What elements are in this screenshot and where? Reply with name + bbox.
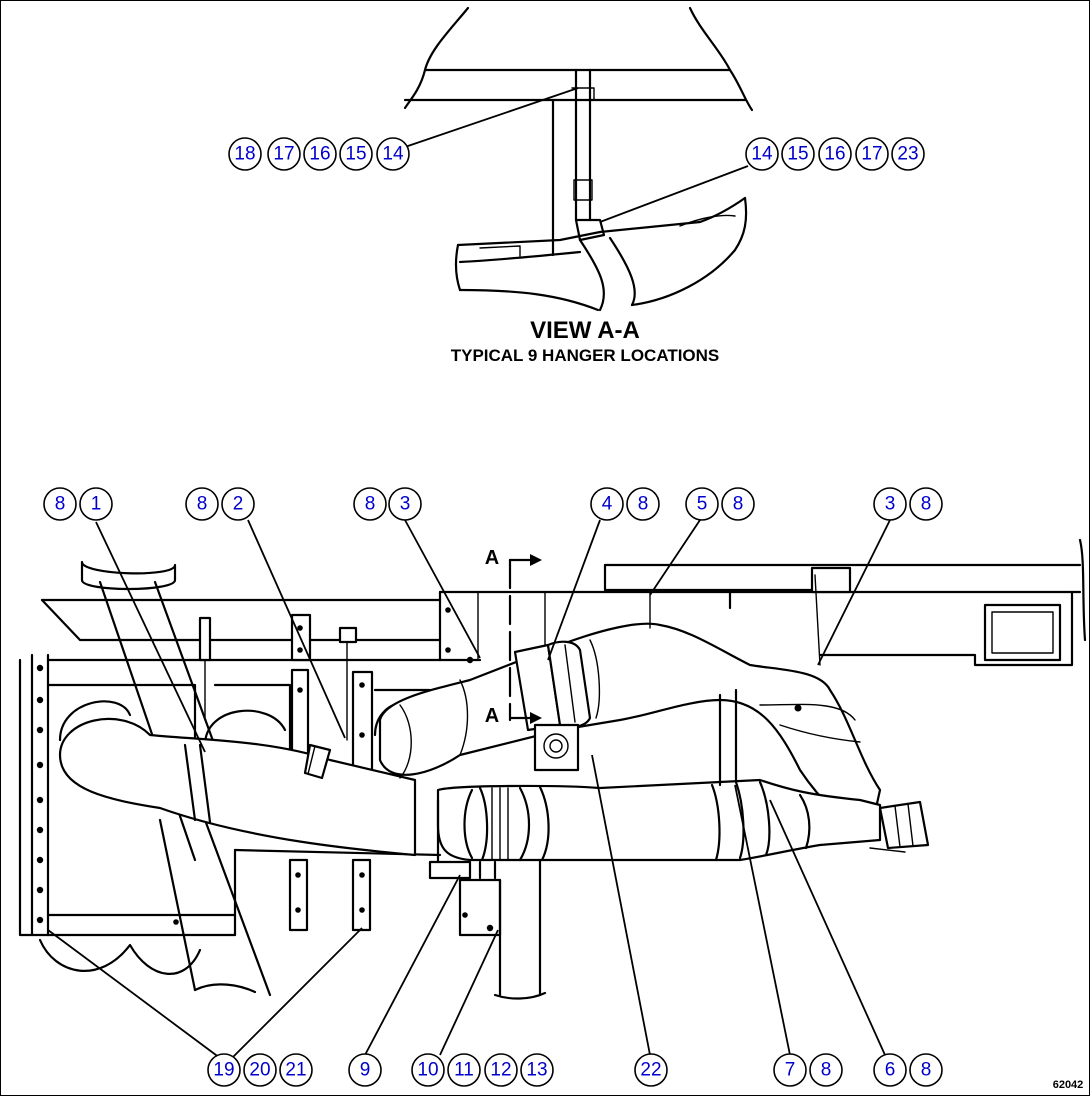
main-exhaust-assembly	[18, 538, 1087, 1000]
svg-text:8: 8	[921, 1060, 932, 1081]
callout-21: 21	[279, 1053, 313, 1087]
svg-text:13: 13	[526, 1060, 547, 1081]
svg-text:15: 15	[787, 144, 808, 165]
view-subtitle: TYPICAL 9 HANGER LOCATIONS	[451, 346, 720, 365]
callout-8: 8	[909, 487, 943, 521]
svg-text:17: 17	[273, 144, 294, 165]
svg-text:8: 8	[921, 494, 932, 515]
svg-text:6: 6	[885, 1060, 896, 1081]
callout-8: 8	[626, 487, 660, 521]
callout-4: 4	[590, 487, 624, 521]
callout-5: 5	[685, 487, 719, 521]
callout-17: 17	[855, 137, 889, 171]
callout-1: 1	[79, 487, 113, 521]
callout-7: 7	[773, 1053, 807, 1087]
callout-8: 8	[43, 487, 77, 521]
svg-text:5: 5	[697, 494, 708, 515]
svg-text:11: 11	[454, 1060, 474, 1081]
svg-text:8: 8	[197, 494, 208, 515]
callout-6: 6	[873, 1053, 907, 1087]
svg-text:16: 16	[824, 144, 845, 165]
callout-18: 18	[228, 137, 262, 171]
callout-balloons: 18 17 16 15 14 14 15 16 17 23 8 1 8 2 8 …	[43, 137, 943, 1087]
callout-19: 19	[207, 1053, 241, 1087]
section-a-marker: A A	[485, 547, 542, 727]
section-label-top: A	[485, 547, 499, 569]
callout-11: 11	[447, 1053, 481, 1087]
svg-text:10: 10	[417, 1060, 438, 1081]
svg-text:1: 1	[91, 494, 102, 515]
view-title: VIEW A-A	[530, 317, 640, 344]
callout-16: 16	[818, 137, 852, 171]
callout-14: 14	[376, 137, 410, 171]
svg-text:8: 8	[638, 494, 649, 515]
svg-text:14: 14	[382, 144, 404, 165]
svg-text:22: 22	[640, 1060, 661, 1081]
callout-3: 3	[388, 487, 422, 521]
callout-15: 15	[781, 137, 815, 171]
callout-20: 20	[243, 1053, 277, 1087]
callout-17: 17	[267, 137, 301, 171]
svg-text:8: 8	[733, 494, 744, 515]
svg-text:20: 20	[249, 1060, 270, 1081]
callout-12: 12	[484, 1053, 518, 1087]
svg-text:16: 16	[309, 144, 330, 165]
callout-3: 3	[873, 487, 907, 521]
svg-text:19: 19	[213, 1060, 234, 1081]
callout-8: 8	[909, 1053, 943, 1087]
callout-2: 2	[221, 487, 255, 521]
callout-16: 16	[303, 137, 337, 171]
svg-text:15: 15	[345, 144, 366, 165]
section-label-bottom: A	[485, 705, 499, 727]
svg-text:4: 4	[602, 494, 613, 515]
svg-text:8: 8	[55, 494, 66, 515]
callout-23: 23	[891, 137, 925, 171]
svg-text:2: 2	[233, 494, 244, 515]
svg-text:14: 14	[751, 144, 773, 165]
callout-8: 8	[721, 487, 755, 521]
svg-text:12: 12	[490, 1060, 511, 1081]
svg-text:7: 7	[785, 1060, 796, 1081]
leader-lines	[47, 519, 891, 1059]
svg-text:9: 9	[360, 1060, 371, 1081]
callout-9: 9	[348, 1053, 382, 1087]
callout-13: 13	[520, 1053, 554, 1087]
svg-text:18: 18	[234, 144, 255, 165]
view-a-a-detail	[403, 6, 754, 312]
drawing-number: 62042	[1053, 1079, 1084, 1091]
svg-text:8: 8	[365, 494, 376, 515]
svg-text:17: 17	[861, 144, 882, 165]
callout-22: 22	[634, 1053, 668, 1087]
svg-text:8: 8	[821, 1060, 832, 1081]
callout-10: 10	[411, 1053, 445, 1087]
svg-text:3: 3	[400, 494, 411, 515]
svg-text:3: 3	[885, 494, 896, 515]
svg-text:23: 23	[897, 144, 918, 165]
callout-15: 15	[339, 137, 373, 171]
svg-text:21: 21	[285, 1060, 306, 1081]
callout-8: 8	[353, 487, 387, 521]
callout-8: 8	[185, 487, 219, 521]
callout-14: 14	[745, 137, 779, 171]
callout-8: 8	[809, 1053, 843, 1087]
